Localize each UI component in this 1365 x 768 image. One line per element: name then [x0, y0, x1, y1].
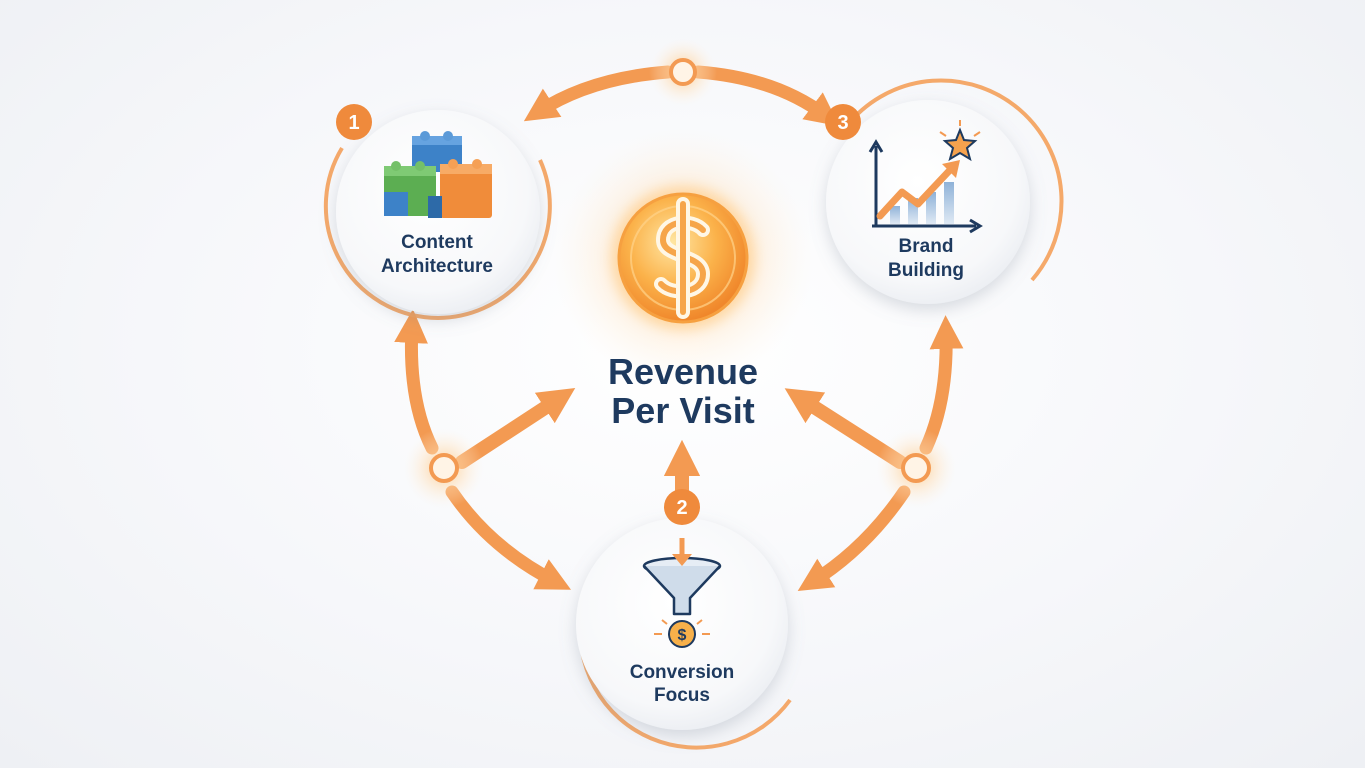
center-title-line2: Per Visit [611, 390, 754, 431]
building-blocks-icon [384, 131, 492, 218]
star-icon [942, 127, 978, 162]
node-3-badge: 3 [825, 104, 861, 140]
node-content-architecture: Content Architecture 1 [323, 104, 552, 320]
arrow-right-down [797, 485, 911, 592]
node-3-label-line1: Brand [899, 236, 954, 257]
arrow-top-left [523, 65, 675, 122]
center-title-line1: Revenue [608, 351, 758, 392]
node-1-label-line1: Content [401, 232, 473, 253]
svg-text:2: 2 [676, 497, 687, 519]
arrow-top-right [691, 65, 840, 127]
dollar-coin-small-icon: $ [654, 619, 710, 648]
node-brand-building: Brand Building 3 [825, 78, 1064, 304]
growth-chart-icon [868, 120, 983, 234]
center-hub: Revenue Per Visit [553, 128, 813, 431]
junction-glows [404, 38, 956, 508]
svg-text:$: $ [678, 627, 687, 644]
svg-text:1: 1 [348, 112, 359, 134]
node-2-badge: 2 [664, 489, 700, 525]
arrow-left-down [445, 485, 572, 590]
svg-text:3: 3 [837, 112, 848, 134]
node-3-label-line2: Building [888, 260, 964, 281]
dollar-coin-icon [617, 192, 749, 324]
node-2-label-line2: Focus [654, 685, 710, 706]
node-2-label-line1: Conversion [630, 662, 735, 683]
node-1-label-line2: Architecture [381, 256, 493, 277]
arrow-left-up [394, 309, 439, 455]
node-1-badge: 1 [336, 104, 372, 140]
node-conversion-focus: $ Conversion Focus 2 [576, 489, 792, 750]
funnel-icon [642, 538, 722, 616]
